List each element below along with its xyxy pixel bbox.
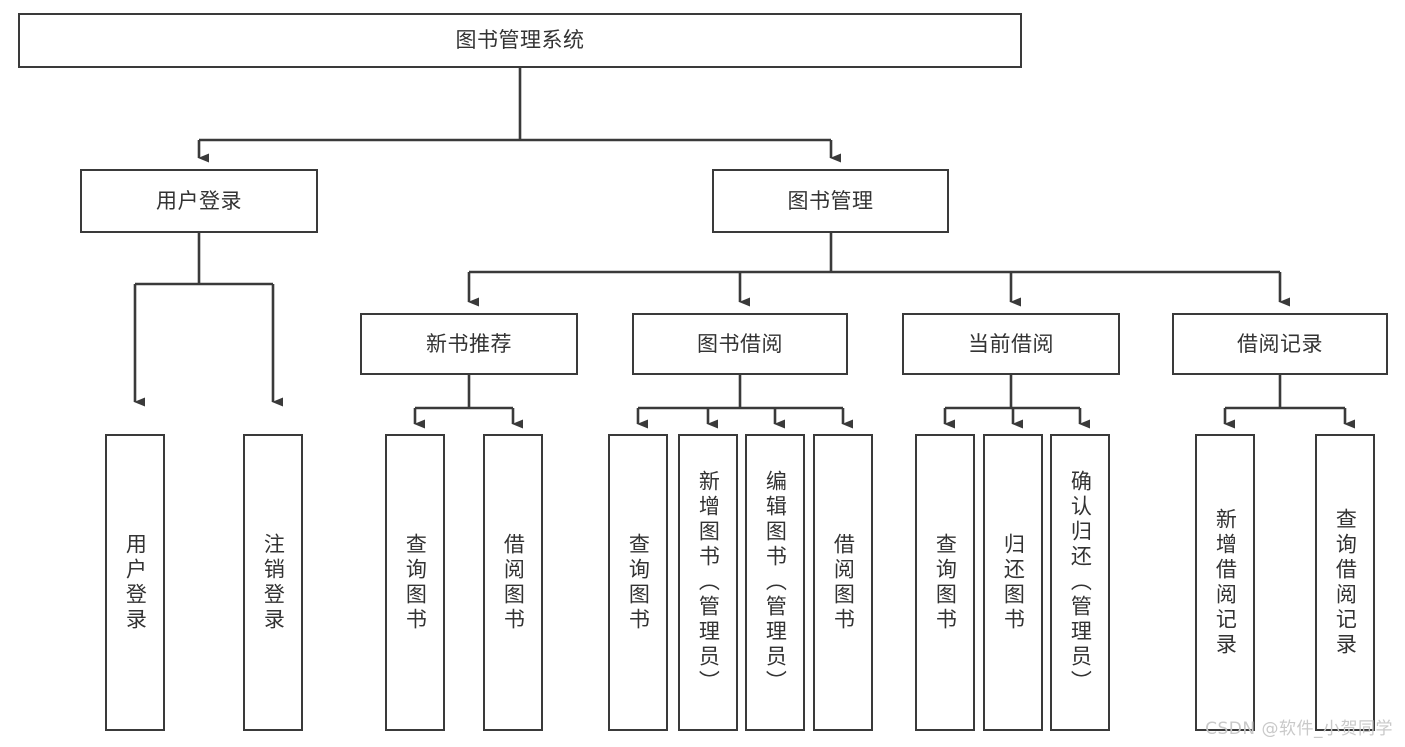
node-current-borrow[interactable]: 当前借阅 [902,313,1120,375]
node-root-label: 图书管理系统 [455,28,585,53]
node-leaf-return-book-label: 归还图书 [1001,532,1026,633]
node-leaf-add-book-label: 新增图书（管理员） [696,470,721,695]
node-leaf-logout-login-label: 注销登录 [261,532,286,633]
node-leaf-user-login-label: 用户登录 [123,532,148,633]
node-leaf-add-record[interactable]: 新增借阅记录 [1195,434,1255,731]
node-book-manage[interactable]: 图书管理 [712,169,949,233]
node-leaf-borrow-book-2-label: 借阅图书 [831,532,856,633]
node-user-login[interactable]: 用户登录 [80,169,318,233]
node-leaf-query-book-2-label: 查询图书 [626,532,651,633]
node-user-login-label: 用户登录 [156,188,242,213]
node-leaf-edit-book-label: 编辑图书（管理员） [763,470,788,695]
node-leaf-query-record[interactable]: 查询借阅记录 [1315,434,1375,731]
node-leaf-query-book-3[interactable]: 查询图书 [915,434,975,731]
node-leaf-query-book-1-label: 查询图书 [403,532,428,633]
node-leaf-add-book[interactable]: 新增图书（管理员） [678,434,738,731]
node-leaf-query-record-label: 查询借阅记录 [1333,507,1358,658]
node-leaf-confirm-return[interactable]: 确认归还（管理员） [1050,434,1110,731]
node-leaf-add-record-label: 新增借阅记录 [1213,507,1238,658]
node-new-book-recommend-label: 新书推荐 [426,331,512,356]
node-leaf-query-book-1[interactable]: 查询图书 [385,434,445,731]
node-book-borrow-label: 图书借阅 [697,331,783,356]
node-leaf-borrow-book-2[interactable]: 借阅图书 [813,434,873,731]
node-leaf-user-login[interactable]: 用户登录 [105,434,165,731]
node-leaf-query-book-2[interactable]: 查询图书 [608,434,668,731]
node-book-borrow[interactable]: 图书借阅 [632,313,848,375]
node-root[interactable]: 图书管理系统 [18,13,1022,68]
node-leaf-edit-book[interactable]: 编辑图书（管理员） [745,434,805,731]
node-new-book-recommend[interactable]: 新书推荐 [360,313,578,375]
csdn-watermark: CSDN @软件_小贺同学 [1205,719,1393,739]
node-borrow-record[interactable]: 借阅记录 [1172,313,1388,375]
node-leaf-borrow-book-1-label: 借阅图书 [501,532,526,633]
node-leaf-logout-login[interactable]: 注销登录 [243,434,303,731]
node-borrow-record-label: 借阅记录 [1237,331,1323,356]
node-leaf-confirm-return-label: 确认归还（管理员） [1068,470,1093,695]
node-book-manage-label: 图书管理 [787,188,874,213]
node-current-borrow-label: 当前借阅 [968,331,1054,356]
node-leaf-borrow-book-1[interactable]: 借阅图书 [483,434,543,731]
node-leaf-query-book-3-label: 查询图书 [933,532,958,633]
node-leaf-return-book[interactable]: 归还图书 [983,434,1043,731]
